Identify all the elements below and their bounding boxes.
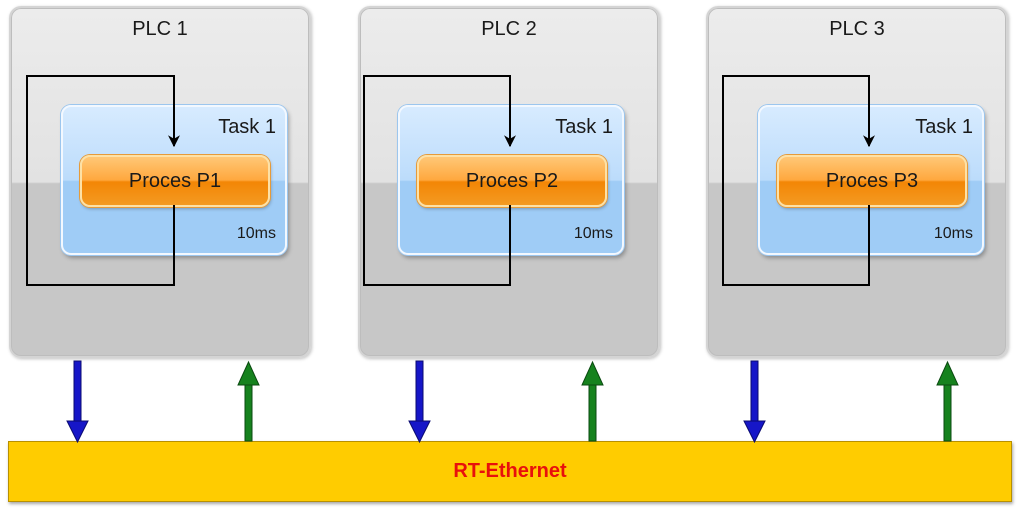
plc-1-panel: PLC 1 Task 1 Proces P1 10ms [9,6,311,358]
plc-3-title: PLC 3 [829,18,885,40]
plc-1-cycle-loop [26,75,180,286]
plc-3-up-arrow [936,360,959,442]
plc-2-panel: PLC 2 Task 1 Proces P2 10ms [358,6,660,358]
plc-3-task-title: Task 1 [915,116,973,138]
plc-2-title: PLC 2 [481,18,537,40]
plc-3-task-period: 10ms [933,225,973,242]
rt-ethernet-label: RT-Ethernet [453,460,567,482]
plc-2-task-period: 10ms [573,225,613,242]
plc-1-process-box: Proces P1 [80,155,270,207]
plc-3-panel: PLC 3 Task 1 Proces P3 10ms [706,6,1008,358]
plc-2-down-arrow [408,360,431,444]
plc-2-task-title: Task 1 [555,116,613,138]
plc-1-up-arrow [237,360,260,442]
plc-1-task-period: 10ms [236,225,276,242]
plc-1-task-box: Task 1 Proces P1 10ms [61,105,287,255]
rt-ethernet-bus: RT-Ethernet [8,441,1012,502]
plc-2-up-arrow [581,360,604,442]
plc-3-down-arrow [743,360,766,444]
plc-2-cycle-loop [363,75,516,286]
plc-1-down-arrow [66,360,89,444]
plc-3-process-box: Proces P3 [777,155,967,207]
plc-1-title: PLC 1 [132,18,188,40]
plc-3-cycle-loop [722,75,875,286]
plc-2-process-box: Proces P2 [417,155,607,207]
plc-3-task-box: Task 1 Proces P3 10ms [758,105,984,255]
plc-1-task-title: Task 1 [218,116,276,138]
